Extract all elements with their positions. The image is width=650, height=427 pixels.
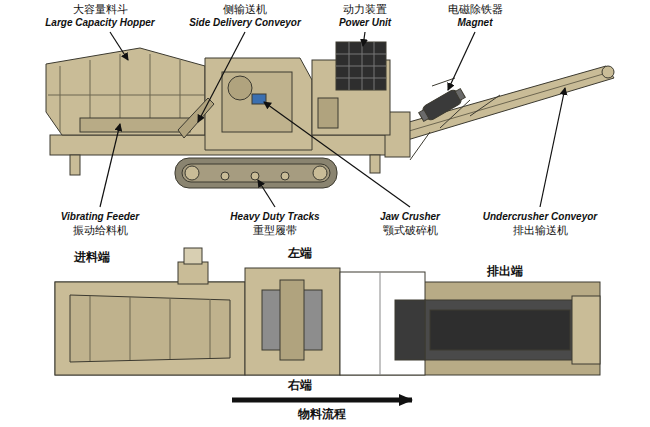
part-label: 右端 xyxy=(288,378,312,392)
part-label: Heavy Duty Tracks xyxy=(230,211,319,223)
part-label: 大容量料斗 xyxy=(73,3,128,16)
part-label: 颚式破碎机 xyxy=(383,224,438,237)
part-label: Vibrating Feeder xyxy=(61,211,140,223)
part-label: Undercrusher Conveyor xyxy=(483,211,597,223)
part-label: Magnet xyxy=(458,17,493,29)
part-label: Jaw Crusher xyxy=(380,211,440,223)
part-label: 排出端 xyxy=(487,264,523,278)
part-label: 电磁除铁器 xyxy=(448,3,503,16)
part-label: 左端 xyxy=(288,246,312,260)
part-label: Power Unit xyxy=(339,17,391,29)
part-label: Large Capacity Hopper xyxy=(45,17,154,29)
part-label: 物料流程 xyxy=(298,407,346,421)
part-label: 排出输送机 xyxy=(513,224,568,237)
part-label: 侧输送机 xyxy=(223,3,267,16)
part-label: Side Delivery Conveyor xyxy=(189,17,301,29)
part-label: 振动给料机 xyxy=(73,224,128,237)
part-label: 动力装置 xyxy=(343,3,387,16)
part-label: 进料端 xyxy=(74,250,110,264)
part-label: 重型履带 xyxy=(253,224,297,237)
